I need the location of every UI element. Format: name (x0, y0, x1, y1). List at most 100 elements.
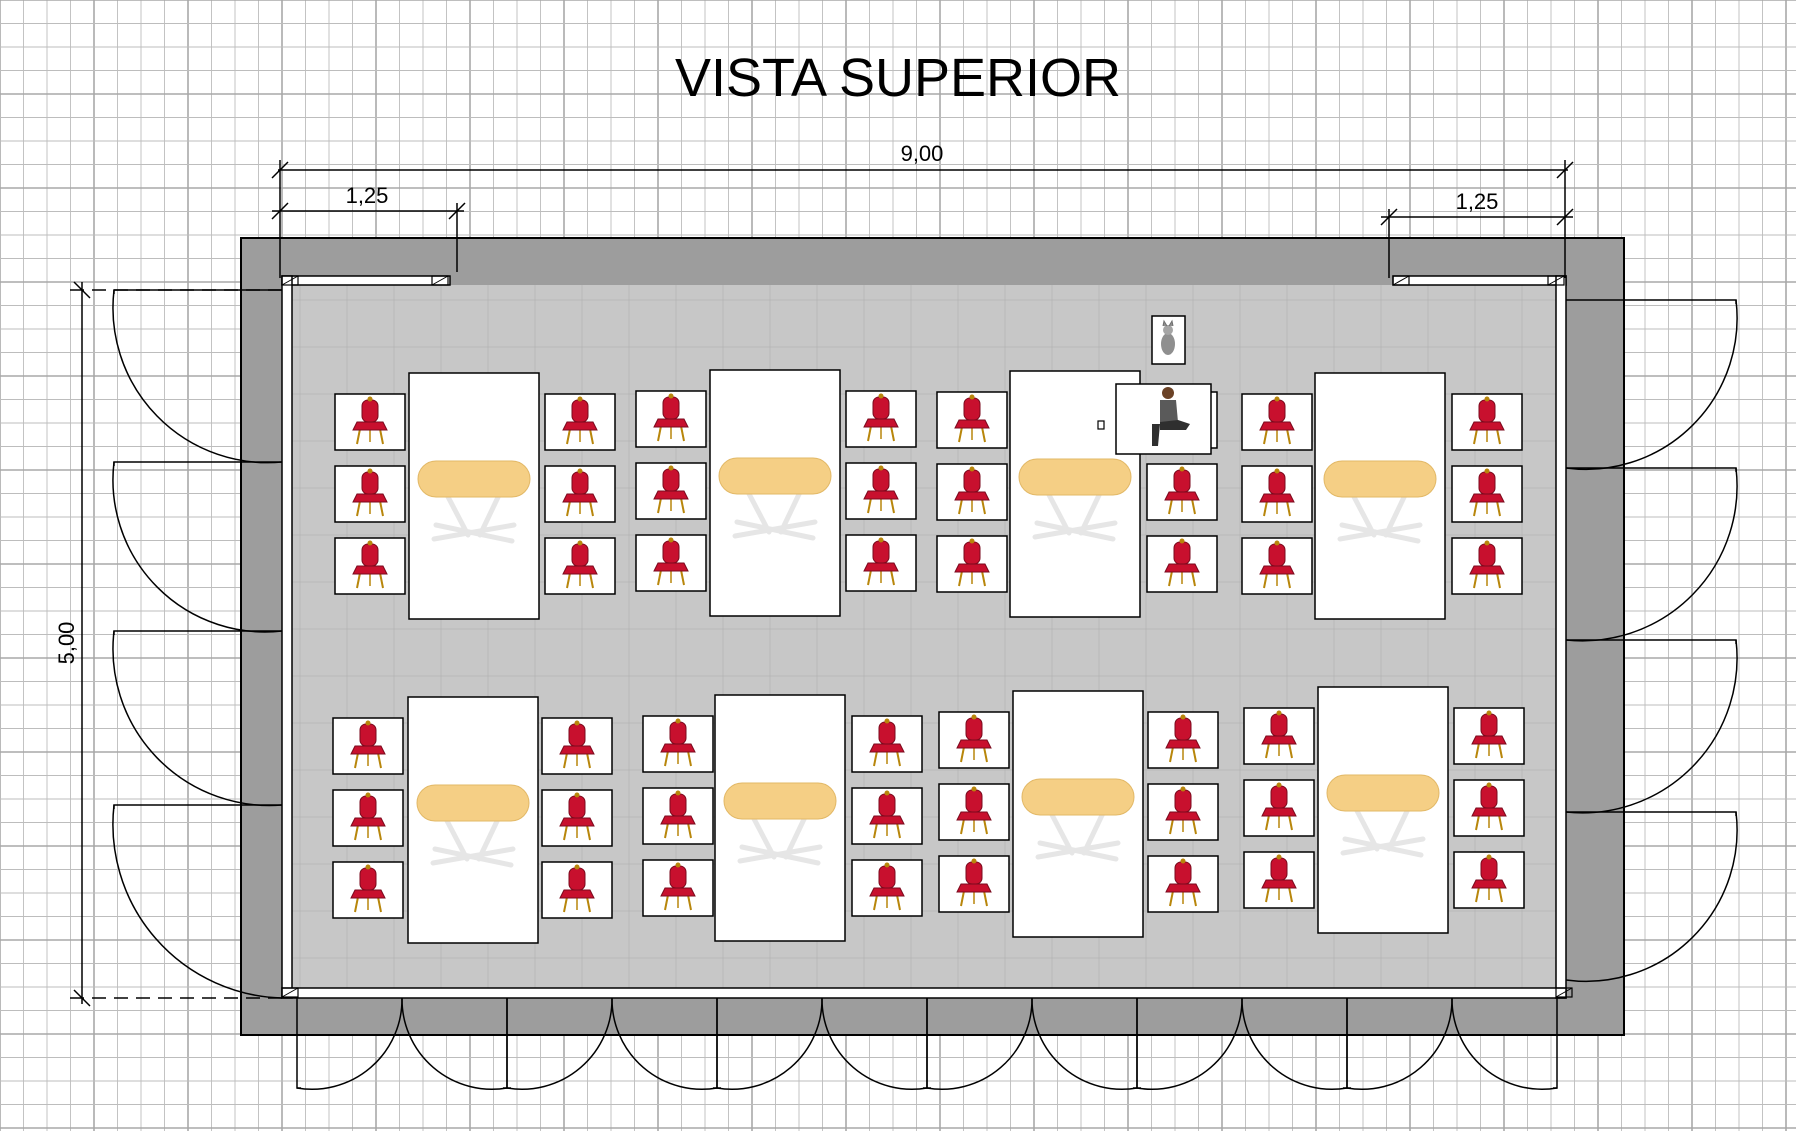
chair-seat (1471, 879, 1507, 889)
chair-icon (361, 399, 379, 423)
wall-corner-hatch (281, 987, 299, 998)
door-right-3 (1565, 639, 1738, 814)
chair-seat (1261, 879, 1297, 889)
chair (1453, 851, 1525, 909)
door-bottom-11 (1346, 997, 1453, 1091)
chair-icon (965, 861, 983, 885)
chair-knob (1276, 710, 1282, 716)
chair-seat (956, 883, 992, 893)
chair-knob (1484, 540, 1490, 546)
wall-bottom (281, 987, 1567, 999)
chair-icon (1478, 471, 1496, 495)
chair (332, 717, 404, 775)
chair-seat (352, 493, 388, 503)
chair-icon (571, 471, 589, 495)
door-leaf (113, 804, 282, 809)
chair-icon (1480, 857, 1498, 881)
dimension-lines (70, 160, 1574, 1007)
chair (1147, 711, 1219, 769)
door-swing-icon (506, 997, 613, 1091)
wall-corner (281, 275, 299, 286)
chair-icon (361, 543, 379, 567)
chair (1243, 707, 1315, 765)
chair (1147, 855, 1219, 913)
chair (1451, 393, 1523, 451)
chair-icon (1174, 789, 1192, 813)
door-swing-icon (401, 997, 508, 1091)
doors (112, 289, 1738, 1091)
chair-icon (662, 540, 680, 564)
chair-knob (675, 790, 681, 796)
chair-seat (653, 562, 689, 572)
chair-icon (878, 793, 896, 817)
oval-table-icon (1018, 458, 1132, 496)
chair (851, 787, 923, 845)
door-bottom-3 (506, 997, 613, 1091)
dimension-label-right-opening: 1,25 (1456, 189, 1499, 214)
chair (938, 783, 1010, 841)
chair-knob (1179, 466, 1185, 472)
table-8 (1317, 686, 1449, 934)
chair-icon (568, 795, 586, 819)
person-legs (1160, 420, 1190, 430)
cat-figure (1151, 315, 1186, 365)
table-leg (430, 814, 516, 868)
chair-seat (954, 419, 990, 429)
chair (1146, 463, 1218, 521)
door-bottom-1 (296, 997, 403, 1091)
chair (851, 859, 923, 917)
chair-icon (872, 468, 890, 492)
table-5 (407, 696, 539, 944)
chair-icon (1270, 713, 1288, 737)
chair-icon (568, 867, 586, 891)
wall-corner-hatch (1555, 987, 1573, 998)
door-swing-icon (112, 630, 283, 807)
chair (635, 390, 707, 448)
chair (642, 715, 714, 773)
chair-knob (1180, 858, 1186, 864)
chair-seat (1261, 735, 1297, 745)
chair (845, 462, 917, 520)
door-leaf (1136, 998, 1141, 1089)
chair-knob (1276, 782, 1282, 788)
chair-knob (577, 540, 583, 546)
door-swing-icon (1241, 997, 1348, 1091)
chair-icon (361, 471, 379, 495)
chair-knob (577, 468, 583, 474)
chair-knob (668, 465, 674, 471)
chair-icon (1174, 861, 1192, 885)
door-bottom-9 (1136, 997, 1243, 1091)
chair-icon (1478, 399, 1496, 423)
chair-knob (884, 790, 890, 796)
chair (544, 393, 616, 451)
chair (851, 715, 923, 773)
chair-seat (956, 739, 992, 749)
table-leg (1032, 488, 1118, 542)
door-swing-icon (1565, 811, 1738, 983)
tick-mark (448, 202, 466, 220)
door-leaf (1566, 299, 1737, 304)
wall-corner-hatch (1547, 275, 1565, 286)
chair-icon (1174, 717, 1192, 741)
chair-seat (559, 817, 595, 827)
door-right-2 (1565, 467, 1738, 642)
chair-knob (367, 468, 373, 474)
door-leaf (506, 998, 511, 1089)
door-leaf (113, 461, 282, 466)
chair-seat (350, 889, 386, 899)
oval-table-icon (417, 460, 531, 498)
chair-icon (571, 399, 589, 423)
chair (334, 465, 406, 523)
door-swing-icon (112, 289, 283, 464)
chair-icon (1478, 543, 1496, 567)
wall-corner (1555, 987, 1573, 998)
chair-knob (1486, 854, 1492, 860)
chair-seat (1471, 735, 1507, 745)
tick-mark (73, 281, 91, 299)
chair (544, 465, 616, 523)
chair (642, 859, 714, 917)
wall-corner (1547, 275, 1565, 286)
cat-ears (1162, 319, 1174, 327)
chair-knob (365, 864, 371, 870)
tick-mark (1380, 208, 1398, 226)
